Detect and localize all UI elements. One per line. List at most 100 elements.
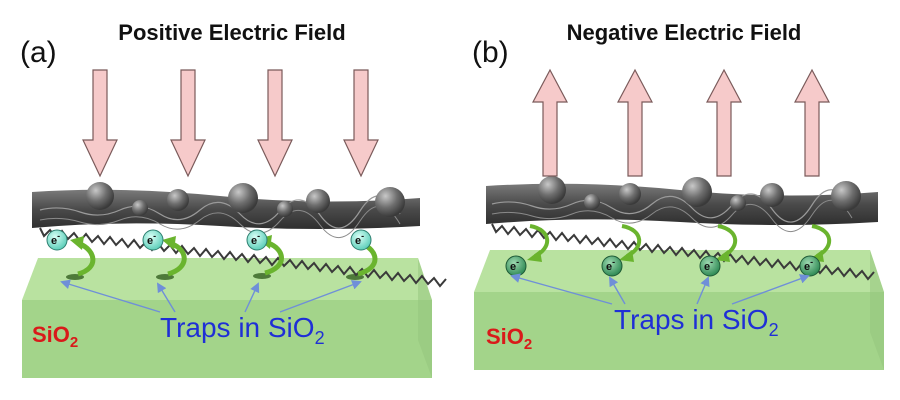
- panel-b-field-arrows: [532, 68, 830, 177]
- graphene-atom: [831, 181, 861, 211]
- graphene-atom: [760, 183, 784, 207]
- electron-label: e: [606, 261, 612, 273]
- trap-pointer: [60, 279, 161, 313]
- trap-pointer: [731, 274, 810, 305]
- graphene-lattice: [39, 205, 401, 238]
- panel-a-traps-label: Traps in SiO2: [160, 312, 325, 348]
- panel-b-traps-label: Traps in SiO2: [614, 304, 779, 340]
- graphene-atom: [538, 176, 566, 204]
- graphene-atom: [682, 177, 712, 207]
- panel-b-label: (b): [472, 36, 509, 69]
- svg-text:e-: e-: [606, 257, 615, 273]
- graphene-atom: [584, 194, 600, 210]
- trap-pointer: [696, 276, 710, 305]
- panel-a-sio2-label: SiO2: [32, 322, 78, 351]
- panel-b-graphene-sheet: [486, 176, 878, 281]
- electron-charge: -: [612, 257, 615, 267]
- panel-a-electrons: e- e- e- e-: [46, 229, 372, 251]
- panel-b-electrons: e- e- e- e-: [505, 255, 821, 277]
- electron-charge: -: [710, 257, 713, 267]
- panel-a-graphene-sheet: [32, 182, 447, 288]
- svg-text:e-: e-: [51, 231, 60, 247]
- electron-charge: -: [810, 257, 813, 267]
- electron-label: e: [51, 235, 57, 247]
- electron-charge: -: [153, 231, 156, 241]
- trap-pointer: [244, 282, 260, 313]
- electron-charge: -: [361, 231, 364, 241]
- trap-arrow-head: [715, 250, 730, 262]
- graphene-atom: [167, 189, 189, 211]
- trap-pointer: [609, 276, 626, 305]
- field-arrow-up: [532, 68, 568, 177]
- panel-b-title: Negative Electric Field: [567, 20, 802, 45]
- panel-a: (a) Positive Electric Field: [20, 20, 447, 378]
- trap-pointer: [156, 282, 176, 313]
- panel-a-title: Positive Electric Field: [118, 20, 345, 45]
- graphene-atom: [619, 183, 641, 205]
- electron-label: e: [147, 235, 153, 247]
- graphene-lattice: [491, 199, 853, 232]
- panel-b-substrate-front: [474, 292, 884, 370]
- electron-label: e: [704, 261, 710, 273]
- electron: e-: [350, 229, 372, 251]
- graphene-atom: [375, 187, 405, 217]
- graphene-atom: [306, 189, 330, 213]
- graphene-atom: [730, 195, 746, 211]
- panel-b-substrate: [474, 250, 884, 370]
- panel-b: (b) Negative Electric Field: [472, 20, 884, 370]
- field-arrow-down: [82, 69, 118, 178]
- electron-label: e: [510, 261, 516, 273]
- panel-b-substrate-side: [870, 250, 884, 370]
- graphene-band: [486, 183, 878, 225]
- electron: e-: [246, 229, 268, 251]
- graphene-lattice: [491, 189, 853, 223]
- svg-text:e-: e-: [147, 231, 156, 247]
- graphene-edge: [39, 227, 447, 288]
- panel-a-substrate-top: [22, 258, 432, 300]
- svg-text:e-: e-: [804, 257, 813, 273]
- svg-text:e-: e-: [251, 231, 260, 247]
- graphene-atom: [132, 200, 148, 216]
- panel-b-sio2-label: SiO2: [486, 324, 532, 353]
- panel-a-field-arrows: [82, 69, 379, 178]
- field-arrow-down: [343, 69, 379, 178]
- panel-a-substrate-side: [418, 258, 432, 378]
- electron-charge: -: [257, 231, 260, 241]
- electron-label: e: [355, 235, 361, 247]
- trap-pointer: [510, 273, 613, 305]
- trap-pointer: [279, 280, 362, 313]
- graphene-lattice: [39, 195, 401, 229]
- field-arrow-up: [706, 68, 742, 177]
- detrap-curved-arrow: [264, 240, 284, 276]
- field-arrow-down: [257, 69, 293, 178]
- electron: e-: [46, 229, 68, 251]
- svg-text:e-: e-: [704, 257, 713, 273]
- electron-charge: -: [516, 257, 519, 267]
- graphene-atom: [86, 182, 114, 210]
- svg-text:e-: e-: [355, 231, 364, 247]
- detrap-arrow-head: [70, 236, 84, 250]
- electron: e-: [601, 255, 623, 277]
- graphene-atom: [228, 183, 258, 213]
- trap-arrow-head: [527, 250, 542, 262]
- electron: e-: [505, 255, 527, 277]
- detrap-curved-arrow: [167, 241, 187, 277]
- panel-a-substrate-front: [22, 300, 432, 378]
- graphene-atom: [277, 201, 293, 217]
- field-arrow-up: [794, 68, 830, 177]
- electron: e-: [142, 229, 164, 251]
- field-arrow-down: [170, 69, 206, 178]
- field-arrow-up: [617, 68, 653, 177]
- electron: e-: [699, 255, 721, 277]
- detrap-curved-arrow: [77, 241, 96, 277]
- electron: e-: [799, 255, 821, 277]
- panel-b-trap-pointers: [510, 273, 810, 305]
- trap-arrow-head: [619, 250, 634, 262]
- svg-text:e-: e-: [510, 257, 519, 273]
- panel-b-substrate-top: [474, 250, 884, 292]
- electron-label: e: [804, 261, 810, 273]
- panel-a-trap-pointers: [60, 279, 362, 313]
- detrap-arrow-head: [162, 236, 176, 250]
- electron-charge: -: [57, 231, 60, 241]
